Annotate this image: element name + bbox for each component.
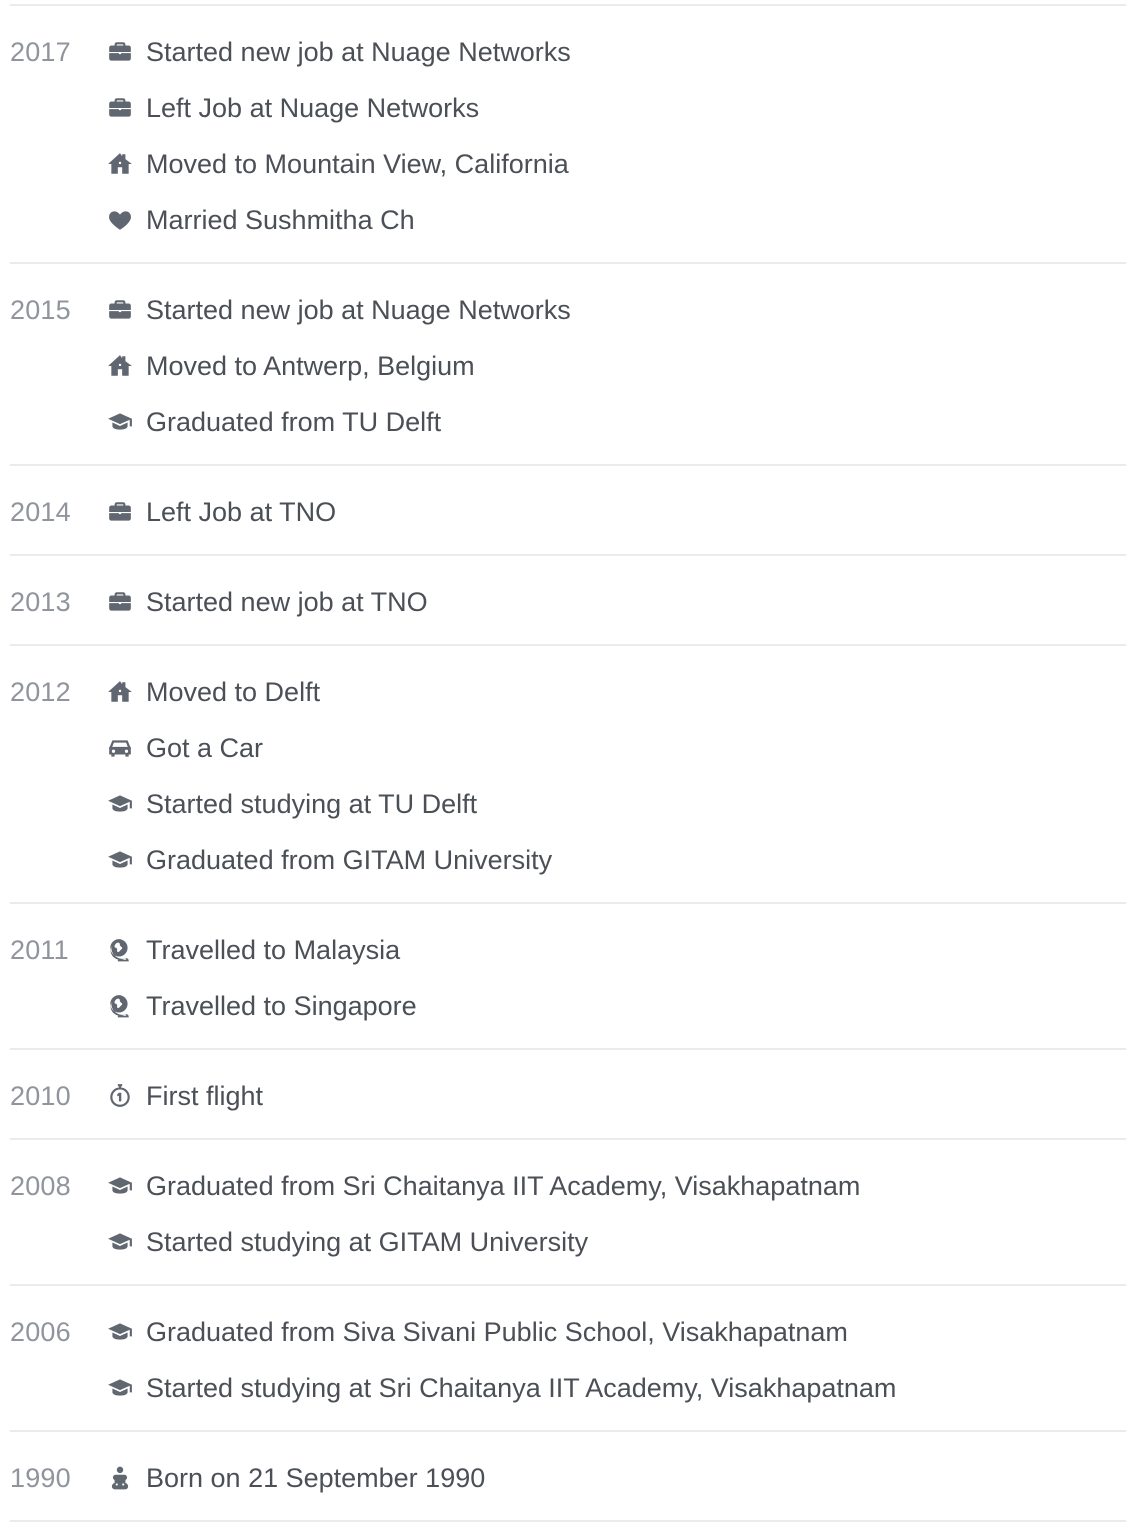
event-list: Left Job at TNO — [106, 484, 1126, 540]
life-event-item[interactable]: Started new job at Nuage Networks — [106, 24, 1126, 80]
year-group: 1990 Born on 21 September 1990 — [10, 1432, 1126, 1522]
year-group: 2012 Moved to Delft Got a Car Started st… — [10, 646, 1126, 904]
life-event-item[interactable]: Moved to Mountain View, California — [106, 136, 1126, 192]
life-event-item[interactable]: Moved to Delft — [106, 664, 1126, 720]
baby-icon — [106, 1464, 134, 1492]
year-label: 2006 — [10, 1317, 71, 1347]
event-text: Moved to Mountain View, California — [146, 149, 569, 179]
event-text: Got a Car — [146, 733, 264, 763]
briefcase-icon — [106, 94, 134, 122]
year-group: 2013 Started new job at TNO — [10, 556, 1126, 646]
year-label: 1990 — [10, 1463, 71, 1493]
life-event-item[interactable]: Moved to Antwerp, Belgium — [106, 338, 1126, 394]
year-group: 2014 Left Job at TNO — [10, 466, 1126, 556]
year-label: 2013 — [10, 587, 71, 617]
life-event-item[interactable]: Graduated from GITAM University — [106, 832, 1126, 888]
event-text: Moved to Antwerp, Belgium — [146, 351, 475, 381]
graduation-cap-icon — [106, 846, 134, 874]
event-text: Married Sushmitha Ch — [146, 205, 415, 235]
event-text: Graduated from Siva Sivani Public School… — [146, 1317, 848, 1347]
graduation-cap-icon — [106, 1228, 134, 1256]
life-event-item[interactable]: Married Sushmitha Ch — [106, 192, 1126, 248]
event-text: Graduated from Sri Chaitanya IIT Academy… — [146, 1171, 861, 1201]
life-event-item[interactable]: Travelled to Malaysia — [106, 922, 1126, 978]
life-event-item[interactable]: Started new job at Nuage Networks — [106, 282, 1126, 338]
event-list: Born on 21 September 1990 — [106, 1450, 1126, 1506]
year-group: 2008 Graduated from Sri Chaitanya IIT Ac… — [10, 1140, 1126, 1286]
event-text: Started studying at TU Delft — [146, 789, 478, 819]
life-event-item[interactable]: Started new job at TNO — [106, 574, 1126, 630]
life-event-item[interactable]: Started studying at GITAM University — [106, 1214, 1126, 1270]
life-event-item[interactable]: Graduated from Siva Sivani Public School… — [106, 1304, 1126, 1360]
graduation-cap-icon — [106, 1318, 134, 1346]
life-event-item[interactable]: Started studying at Sri Chaitanya IIT Ac… — [106, 1360, 1126, 1416]
event-text: Left Job at Nuage Networks — [146, 93, 480, 123]
year-label: 2008 — [10, 1171, 71, 1201]
year-group: 2010 First flight — [10, 1050, 1126, 1140]
life-event-item[interactable]: Travelled to Singapore — [106, 978, 1126, 1034]
year-group: 2015 Started new job at Nuage Networks M… — [10, 264, 1126, 466]
event-list: First flight — [106, 1068, 1126, 1124]
life-events-timeline: 2017 Started new job at Nuage Networks L… — [10, 4, 1126, 1522]
briefcase-icon — [106, 38, 134, 66]
event-list: Graduated from Siva Sivani Public School… — [106, 1304, 1126, 1416]
life-event-item[interactable]: Graduated from TU Delft — [106, 394, 1126, 450]
briefcase-icon — [106, 296, 134, 324]
event-text: Travelled to Malaysia — [146, 935, 401, 965]
car-icon — [106, 734, 134, 762]
heart-icon — [106, 206, 134, 234]
year-group: 2011 Travelled to Malaysia Travelled to … — [10, 904, 1126, 1050]
year-label: 2014 — [10, 497, 71, 527]
briefcase-icon — [106, 498, 134, 526]
event-list: Graduated from Sri Chaitanya IIT Academy… — [106, 1158, 1126, 1270]
year-label: 2010 — [10, 1081, 71, 1111]
globe-icon — [106, 936, 134, 964]
first-milestone-icon — [106, 1082, 134, 1110]
life-event-item[interactable]: Started studying at TU Delft — [106, 776, 1126, 832]
event-text: Moved to Delft — [146, 677, 321, 707]
home-icon — [106, 352, 134, 380]
life-event-item[interactable]: First flight — [106, 1068, 1126, 1124]
life-event-item[interactable]: Left Job at TNO — [106, 484, 1126, 540]
event-text: Started studying at GITAM University — [146, 1227, 589, 1257]
year-group: 2006 Graduated from Siva Sivani Public S… — [10, 1286, 1126, 1432]
graduation-cap-icon — [106, 408, 134, 436]
briefcase-icon — [106, 588, 134, 616]
year-group: 2017 Started new job at Nuage Networks L… — [10, 6, 1126, 264]
year-label: 2017 — [10, 37, 71, 67]
life-event-item[interactable]: Got a Car — [106, 720, 1126, 776]
home-icon — [106, 678, 134, 706]
event-text: Started new job at Nuage Networks — [146, 37, 571, 67]
event-text: Started studying at Sri Chaitanya IIT Ac… — [146, 1373, 897, 1403]
globe-icon — [106, 992, 134, 1020]
year-label: 2015 — [10, 295, 71, 325]
event-list: Started new job at TNO — [106, 574, 1126, 630]
life-event-item[interactable]: Born on 21 September 1990 — [106, 1450, 1126, 1506]
event-text: Graduated from GITAM University — [146, 845, 553, 875]
event-list: Started new job at Nuage Networks Moved … — [106, 282, 1126, 450]
event-list: Travelled to Malaysia Travelled to Singa… — [106, 922, 1126, 1034]
year-label: 2011 — [10, 935, 69, 965]
event-text: Born on 21 September 1990 — [146, 1463, 486, 1493]
graduation-cap-icon — [106, 1172, 134, 1200]
life-event-item[interactable]: Graduated from Sri Chaitanya IIT Academy… — [106, 1158, 1126, 1214]
event-text: Travelled to Singapore — [146, 991, 417, 1021]
event-text: Started new job at Nuage Networks — [146, 295, 571, 325]
home-icon — [106, 150, 134, 178]
year-label: 2012 — [10, 677, 71, 707]
graduation-cap-icon — [106, 1374, 134, 1402]
event-text: Left Job at TNO — [146, 497, 337, 527]
event-list: Moved to Delft Got a Car Started studyin… — [106, 664, 1126, 888]
event-text: Graduated from TU Delft — [146, 407, 442, 437]
event-list: Started new job at Nuage Networks Left J… — [106, 24, 1126, 248]
event-text: First flight — [146, 1081, 264, 1111]
event-text: Started new job at TNO — [146, 587, 428, 617]
graduation-cap-icon — [106, 790, 134, 818]
life-event-item[interactable]: Left Job at Nuage Networks — [106, 80, 1126, 136]
